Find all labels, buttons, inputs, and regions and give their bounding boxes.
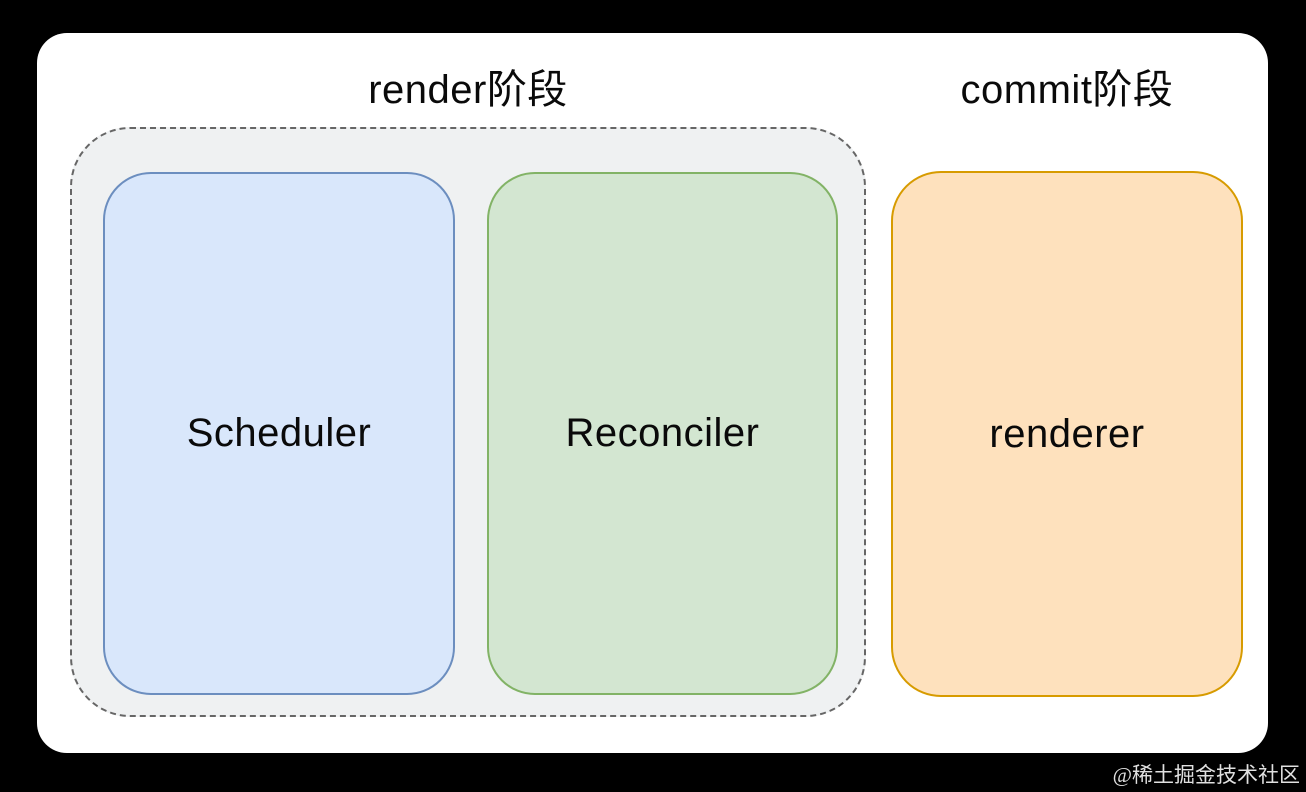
render-phase-title: render阶段 (368, 68, 568, 112)
renderer-label: renderer (989, 411, 1145, 456)
watermark: @稀土掘金技术社区 (1112, 763, 1300, 787)
scheduler-label: Scheduler (186, 411, 372, 455)
commit-phase-title: commit阶段 (960, 68, 1174, 112)
reconciler-label: Reconciler (565, 411, 760, 455)
scheduler-box: Scheduler (103, 172, 455, 695)
renderer-box: renderer (891, 171, 1243, 697)
reconciler-box: Reconciler (487, 172, 838, 695)
